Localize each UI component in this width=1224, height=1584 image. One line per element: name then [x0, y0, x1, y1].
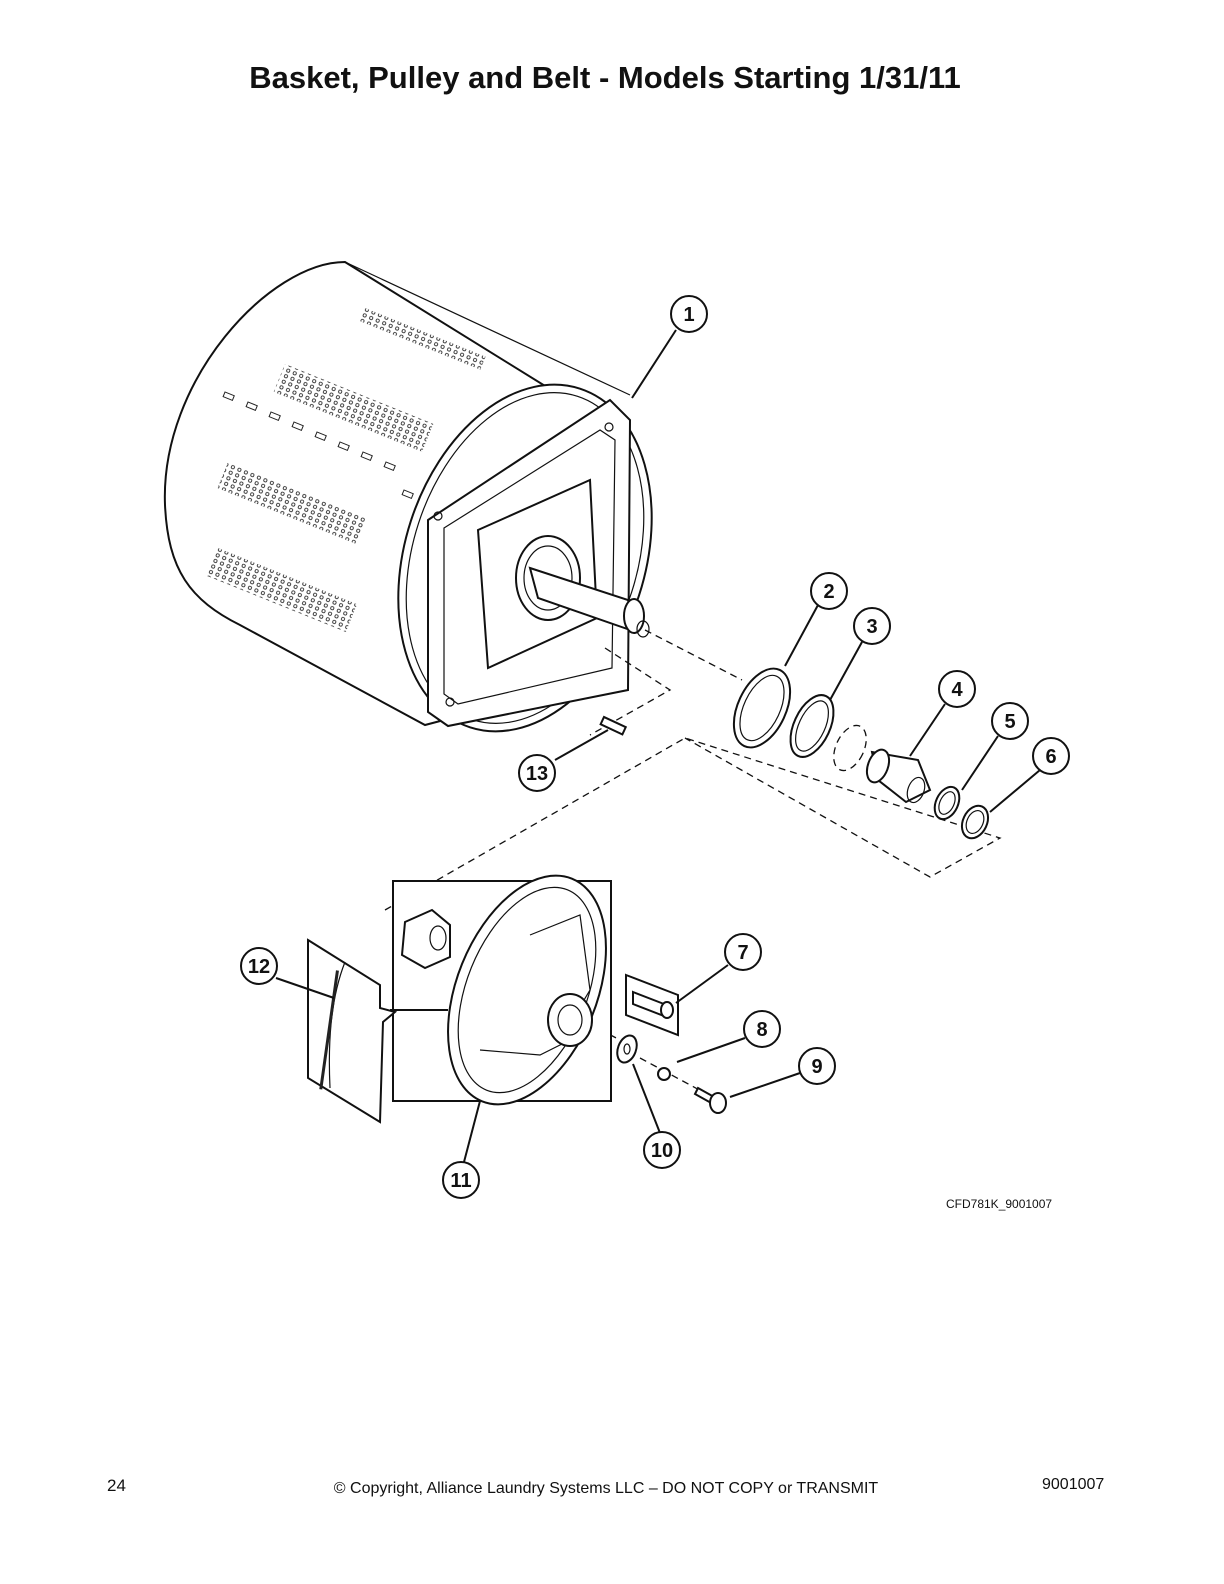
callout-number: 8 [756, 1019, 767, 1041]
basket-slots [222, 391, 414, 500]
ring-part-5 [933, 785, 961, 821]
callout-10: 10 [643, 1131, 681, 1169]
callout-2: 2 [810, 572, 848, 610]
page-number: 24 [107, 1476, 126, 1495]
callout-number: 9 [811, 1056, 822, 1078]
callout-1: 1 [670, 295, 708, 333]
callout-number: 10 [651, 1140, 673, 1162]
callout-7: 7 [724, 933, 762, 971]
callout-number: 13 [526, 763, 548, 785]
callout-12: 12 [240, 947, 278, 985]
screw-part-7 [625, 973, 679, 1037]
callout-4: 4 [938, 670, 976, 708]
callout-number: 12 [248, 956, 270, 978]
callout-number: 7 [737, 942, 748, 964]
callout-number: 1 [683, 304, 694, 326]
ring-part-2 [732, 667, 792, 749]
key-part-13 [599, 715, 628, 736]
ring-part-3 [789, 694, 835, 758]
copyright-notice: © Copyright, Alliance Laundry Systems LL… [333, 1480, 879, 1497]
document-number: 9001007 [1042, 1476, 1105, 1493]
callout-leaders [275, 329, 1041, 1163]
callout-number: 5 [1004, 711, 1015, 733]
cone-part-4 [865, 748, 932, 804]
callout-3: 3 [853, 607, 891, 645]
bolt-part-9 [693, 1086, 727, 1114]
callout-number: 11 [450, 1170, 471, 1192]
callout-6: 6 [1032, 737, 1070, 775]
callout-number: 6 [1045, 746, 1056, 768]
callout-number: 4 [951, 679, 963, 701]
page-title: Basket, Pulley and Belt - Models Startin… [249, 60, 961, 95]
pulley-assembly [392, 874, 612, 1106]
callout-9: 9 [798, 1047, 836, 1085]
belt-part-12 [307, 938, 398, 1124]
figure-code: CFD781K_9001007 [946, 1197, 1052, 1211]
callout-13: 13 [518, 754, 556, 792]
ring-part-6 [960, 804, 990, 840]
lockwasher-part-8 [657, 1067, 671, 1081]
callout-number: 3 [866, 616, 877, 638]
callout-8: 8 [743, 1010, 781, 1048]
washer-part-10 [616, 1034, 638, 1064]
hidden-bearing [833, 724, 867, 772]
callout-11: 11 [442, 1161, 480, 1199]
callout-number: 2 [823, 581, 834, 603]
basket-drum [163, 260, 653, 733]
callout-5: 5 [991, 702, 1029, 740]
